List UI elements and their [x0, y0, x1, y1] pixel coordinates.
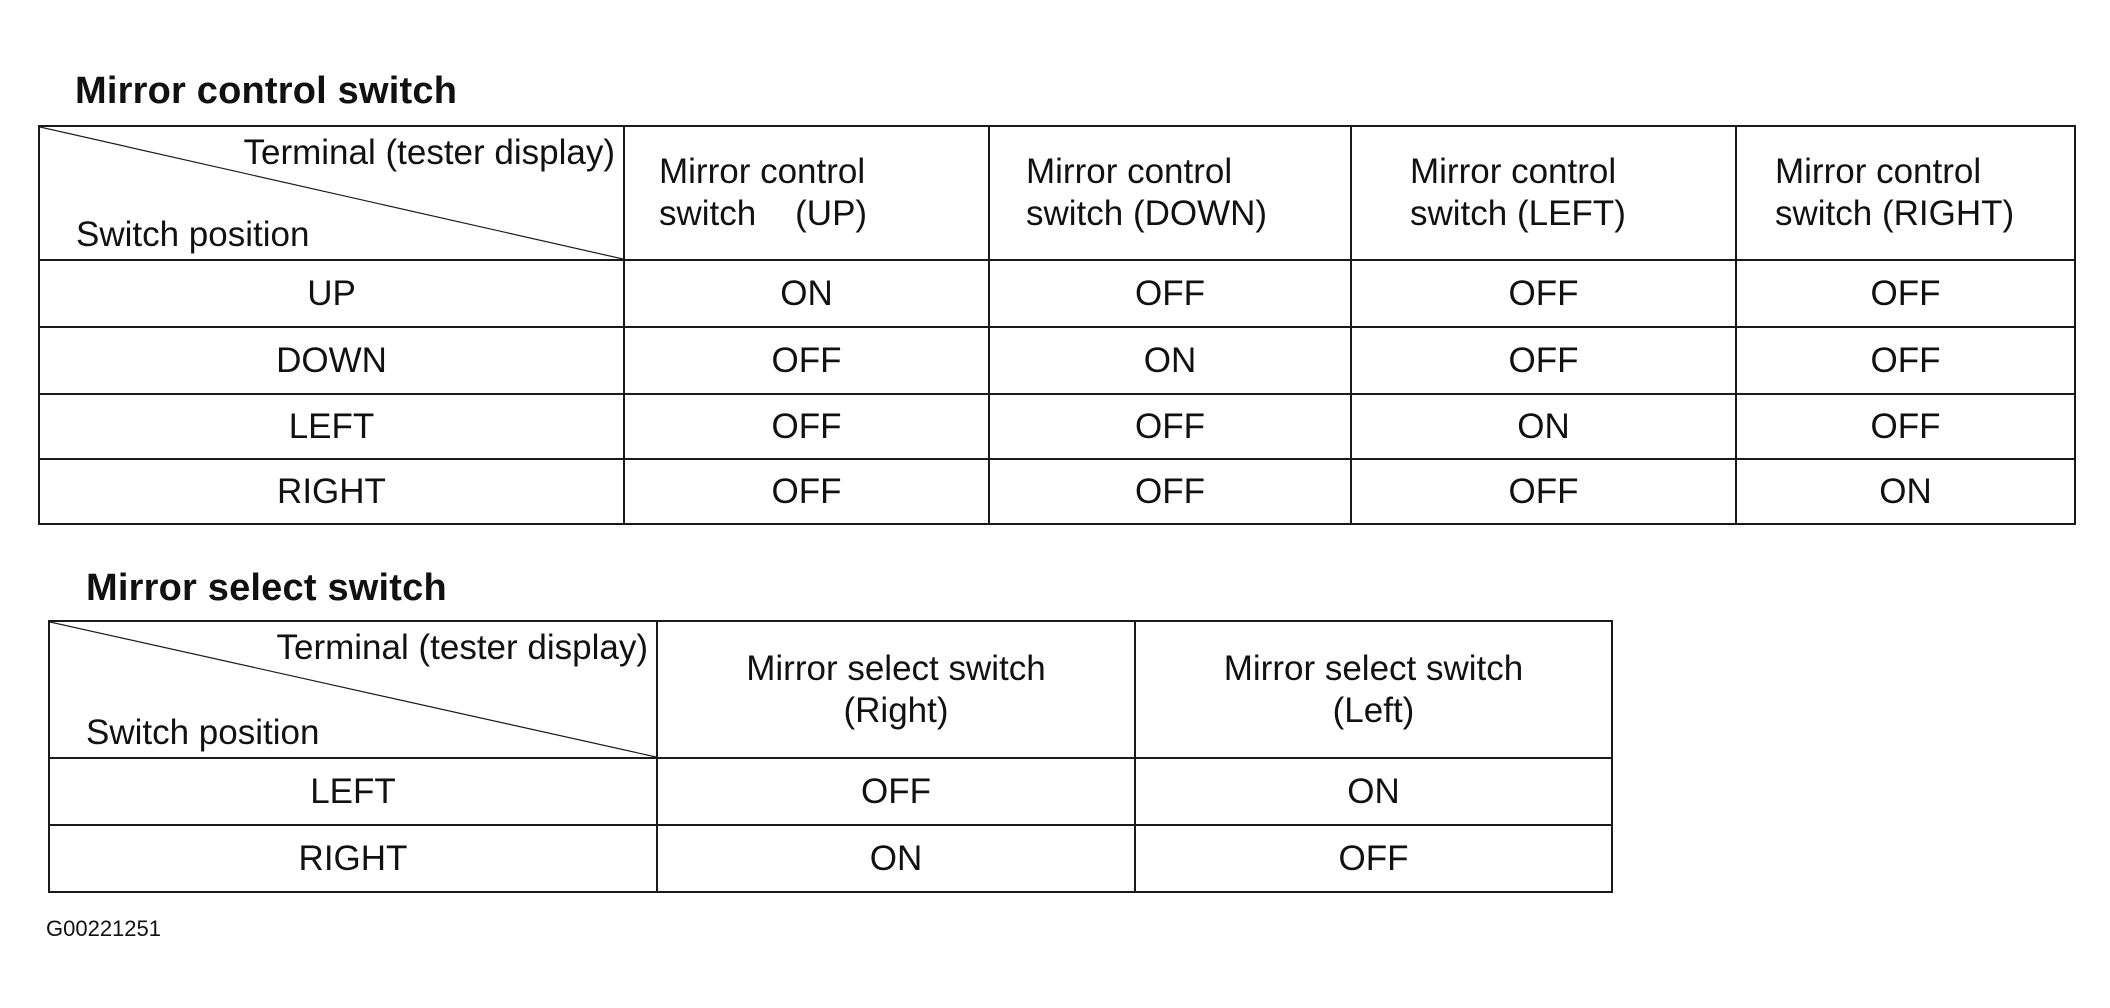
column-header-line: Mirror control — [1410, 152, 1617, 191]
table-row: RIGHT OFF OFF OFF ON — [38, 458, 2076, 525]
column-header-line: switch (UP) — [659, 194, 868, 233]
table-cell: OFF — [988, 393, 1352, 460]
table-cell: OFF — [1350, 458, 1737, 525]
table-cell: OFF — [1350, 259, 1737, 328]
corner-header-cell: Terminal (tester display) Switch positio… — [48, 620, 658, 759]
corner-terminal-label: Terminal (tester display) — [243, 133, 616, 172]
table-cell: OFF — [623, 458, 990, 525]
column-header-up: Mirror control switch (UP) — [623, 125, 990, 261]
column-header-right: Mirror control switch (RIGHT) — [1735, 125, 2076, 261]
table-cell: OFF — [988, 458, 1352, 525]
table-row: RIGHT ON OFF — [48, 824, 1613, 893]
row-label-right: RIGHT — [38, 458, 625, 525]
corner-terminal-label: Terminal (tester display) — [276, 628, 649, 667]
table-cell: OFF — [623, 326, 990, 395]
table-cell: ON — [988, 326, 1352, 395]
table-header-row: Terminal (tester display) Switch positio… — [48, 620, 1613, 759]
control-table-title: Mirror control switch — [75, 70, 458, 112]
select-table-title: Mirror select switch — [86, 567, 447, 609]
column-header-line: switch (LEFT) — [1410, 194, 1626, 233]
table-row: LEFT OFF ON — [48, 757, 1613, 826]
figure-code: G00221251 — [46, 916, 161, 941]
table-row: LEFT OFF OFF ON OFF — [38, 393, 2076, 460]
column-header-line: Mirror control — [1775, 152, 1982, 191]
table-cell: OFF — [1350, 326, 1737, 395]
table-row: UP ON OFF OFF OFF — [38, 259, 2076, 328]
column-header-line: switch (DOWN) — [1026, 194, 1268, 233]
column-header-left: Mirror control switch (LEFT) — [1350, 125, 1737, 261]
column-header-select-left: Mirror select switch (Left) — [1134, 620, 1613, 759]
table-cell: ON — [623, 259, 990, 328]
column-header-line: Mirror control — [659, 152, 866, 191]
table-cell: OFF — [988, 259, 1352, 328]
table-row: DOWN OFF ON OFF OFF — [38, 326, 2076, 395]
table-header-row: Terminal (tester display) Switch positio… — [38, 125, 2076, 261]
column-header-down: Mirror control switch (DOWN) — [988, 125, 1352, 261]
diagonal-divider — [50, 622, 656, 757]
column-header-line: switch (RIGHT) — [1775, 194, 2015, 233]
column-header-line: (Right) — [843, 690, 949, 730]
table-cell: ON — [656, 824, 1136, 893]
column-header-line: Mirror control — [1026, 152, 1233, 191]
table-cell: OFF — [656, 757, 1136, 826]
table-cell: OFF — [623, 393, 990, 460]
table-cell: ON — [1134, 757, 1613, 826]
row-label-down: DOWN — [38, 326, 625, 395]
corner-switch-position-label: Switch position — [76, 215, 310, 254]
row-label-left: LEFT — [38, 393, 625, 460]
mirror-select-switch-table: Terminal (tester display) Switch positio… — [48, 620, 1613, 893]
corner-header-cell: Terminal (tester display) Switch positio… — [38, 125, 625, 261]
corner-switch-position-label: Switch position — [86, 713, 320, 752]
column-header-line: (Left) — [1332, 690, 1415, 730]
table-cell: OFF — [1735, 259, 2076, 328]
column-header-line: Mirror select switch — [746, 648, 1046, 688]
column-header-line: Mirror select switch — [1223, 648, 1524, 688]
table-cell: OFF — [1735, 393, 2076, 460]
row-label-left: LEFT — [48, 757, 658, 826]
diagonal-divider — [40, 127, 623, 259]
table-cell: OFF — [1735, 326, 2076, 395]
row-label-up: UP — [38, 259, 625, 328]
row-label-right: RIGHT — [48, 824, 658, 893]
table-cell: ON — [1735, 458, 2076, 525]
table-cell: ON — [1350, 393, 1737, 460]
column-header-select-right: Mirror select switch (Right) — [656, 620, 1136, 759]
table-cell: OFF — [1134, 824, 1613, 893]
mirror-control-switch-table: Terminal (tester display) Switch positio… — [38, 125, 2076, 525]
